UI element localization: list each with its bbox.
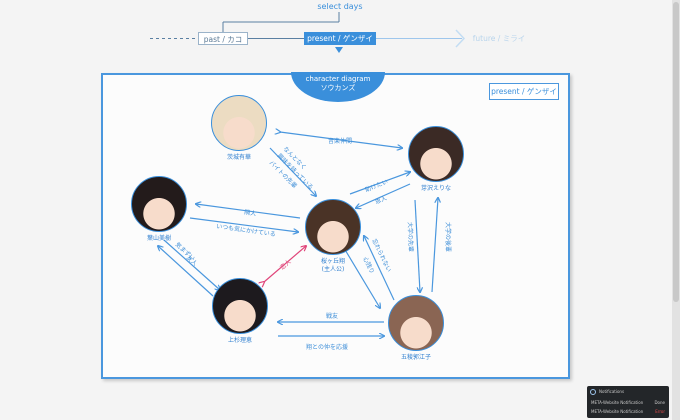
- character-name: 上杉理恵: [227, 337, 252, 344]
- character-portrait-rie: [212, 278, 268, 334]
- scrollbar-thumb[interactable]: [673, 2, 679, 302]
- character-rie[interactable]: 上杉理恵: [210, 278, 270, 345]
- label-r13: 友人: [185, 254, 199, 268]
- notification-row-2-text: META-Website Notification: [591, 409, 644, 414]
- edge-eko-erina: [431, 198, 438, 293]
- notification-row-1: META-Website Notification Done: [591, 400, 665, 405]
- character-name: 桜ヶ丘翔: [320, 258, 345, 265]
- edge-erina-eko: [414, 199, 420, 292]
- character-portrait-erina: [408, 126, 464, 182]
- select-days-title: select days: [317, 2, 363, 11]
- label-r16: 戦友: [326, 312, 338, 320]
- badge-title-en: character diagram: [305, 75, 371, 83]
- page-scrollbar[interactable]: [672, 0, 680, 420]
- edge-sho-miki: [196, 204, 301, 219]
- character-name: 芽沢えりな: [420, 185, 451, 192]
- edge-rie-miki: [158, 246, 214, 297]
- notification-row-2: META-Website Notification Error: [591, 409, 665, 414]
- label-r10: 大学の後輩: [444, 222, 452, 252]
- character-miki[interactable]: 葉山美樹: [129, 176, 189, 243]
- character-sho[interactable]: 桜ヶ丘翔 (主人公): [303, 199, 363, 274]
- label-r8: いつも気にかけている: [216, 222, 277, 238]
- notification-row-1-status: Done: [654, 400, 665, 405]
- tab-future[interactable]: future / ミライ: [472, 34, 526, 43]
- character-erina[interactable]: 芽沢えりな: [406, 126, 466, 193]
- character-portrait-eko: [388, 295, 444, 351]
- badge-title-jp: ソウカンズ: [320, 84, 356, 92]
- present-tag: present / ゲンザイ: [489, 83, 559, 100]
- label-r17: 翔との仲を応援: [306, 343, 348, 351]
- character-yuka[interactable]: 茨城有華: [209, 95, 269, 162]
- character-portrait-miki: [131, 176, 187, 232]
- label-r7: 隣人: [244, 208, 257, 218]
- notification-popup[interactable]: Notifications META-Website Notification …: [587, 386, 669, 418]
- character-subtitle: (主人公): [321, 266, 345, 273]
- character-name: 葉山美樹: [146, 235, 171, 242]
- character-name: 茨城有華: [226, 154, 251, 161]
- edge-miki-sho: [189, 217, 298, 232]
- tab-past[interactable]: past / カコ: [198, 32, 248, 45]
- edge-yuka-erina: [280, 132, 402, 148]
- character-portrait-yuka: [211, 95, 267, 151]
- notification-title: Notifications: [599, 389, 625, 394]
- label-r6: 恩人: [374, 195, 388, 206]
- notification-row-2-status: Error: [655, 409, 665, 414]
- label-r9: 大学の先輩: [406, 222, 415, 252]
- notification-row-1-text: META-Website Notification: [591, 400, 644, 405]
- edge-yuka-sho: [269, 147, 316, 196]
- label-r1: 音楽仲間: [328, 137, 352, 145]
- edge-sho-eko-b: [343, 247, 380, 308]
- character-portrait-sho: [305, 199, 361, 255]
- timeline-lines: [150, 12, 466, 53]
- edge-miki-rie: [163, 239, 220, 290]
- tab-present[interactable]: present / ゲンザイ: [304, 32, 376, 45]
- edge-eko-sho-a: [364, 236, 395, 301]
- character-eko[interactable]: 五稜郭江子: [386, 295, 446, 362]
- edge-erina-sho-b: [356, 183, 411, 208]
- label-r5: 助けたい: [364, 177, 389, 193]
- edge-rie-sho-love: [264, 246, 306, 282]
- edge-sho-erina-a: [349, 172, 410, 195]
- character-name: 五稜郭江子: [400, 354, 431, 361]
- notification-icon: [590, 389, 596, 395]
